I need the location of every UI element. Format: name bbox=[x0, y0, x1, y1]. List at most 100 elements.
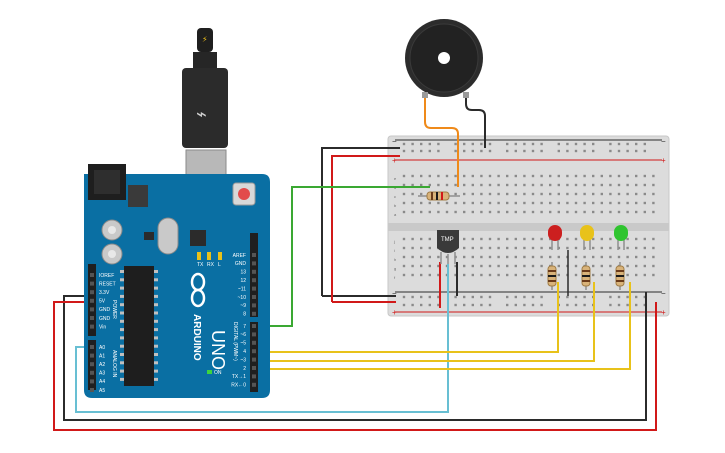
wire-a0-temp-sensor bbox=[75, 264, 449, 413]
analog-pin-0[interactable] bbox=[90, 345, 94, 349]
breadboard[interactable]: − + − + − + − + a b c d e f g h i j bbox=[387, 135, 670, 317]
rail-plus-bottom-left: + bbox=[392, 308, 397, 317]
breadboard-hole bbox=[514, 174, 517, 178]
analog-pin-2[interactable] bbox=[90, 362, 94, 367]
breadboard-hole bbox=[626, 174, 629, 178]
wire-gnd-bottom-loop bbox=[63, 292, 647, 421]
breadboard-hole bbox=[420, 192, 423, 196]
power-group-label: POWER bbox=[111, 300, 117, 319]
analog-pin-4[interactable] bbox=[90, 379, 94, 384]
breadboard-hole bbox=[471, 174, 474, 178]
resistor-red-led[interactable] bbox=[547, 262, 557, 290]
digital-top-pin-1[interactable] bbox=[252, 261, 256, 266]
breadboard-hole bbox=[523, 255, 526, 259]
breadboard-hole bbox=[635, 183, 638, 187]
led-yellow[interactable] bbox=[580, 225, 594, 250]
digital-bottom-pin-3[interactable] bbox=[252, 349, 256, 354]
breadboard-hole bbox=[609, 183, 612, 187]
digital-top-pin-label: GND bbox=[235, 261, 247, 267]
digital-top-pin-0[interactable] bbox=[252, 253, 256, 257]
resistor-yellow-led[interactable] bbox=[581, 262, 591, 290]
buzzer-hole bbox=[438, 52, 450, 64]
buzzer-pin-right bbox=[463, 92, 469, 98]
breadboard-hole bbox=[471, 183, 474, 187]
digital-bottom-pin-5[interactable] bbox=[252, 366, 256, 370]
rail-hole bbox=[540, 142, 543, 146]
digital-top-pin-3[interactable] bbox=[252, 278, 256, 283]
breadboard-hole bbox=[600, 192, 603, 196]
breadboard-hole bbox=[540, 273, 543, 277]
analog-pin-1[interactable] bbox=[90, 353, 94, 358]
digital-top-pin-2[interactable] bbox=[252, 269, 256, 274]
rail-hole bbox=[635, 303, 638, 307]
power-pin-2[interactable] bbox=[90, 290, 94, 295]
breadboard-hole bbox=[420, 246, 423, 250]
digital-bottom-pin-6[interactable] bbox=[252, 374, 256, 379]
breadboard-hole bbox=[592, 174, 595, 178]
digital-group-label: DIGITAL (PWM~) bbox=[232, 322, 238, 361]
breadboard-hole bbox=[437, 255, 440, 259]
breadboard-hole bbox=[609, 210, 612, 214]
digital-bottom-pin-label: TX→1 bbox=[232, 374, 246, 380]
breadboard-hole bbox=[540, 237, 543, 241]
digital-top-pin-5[interactable] bbox=[252, 295, 256, 299]
digital-group-label-wrap: DIGITAL (PWM~) bbox=[232, 322, 238, 361]
breadboard-hole bbox=[635, 273, 638, 277]
rail-hole bbox=[471, 149, 474, 153]
piezo-buzzer[interactable] bbox=[405, 19, 483, 98]
power-pin-label: GND bbox=[99, 307, 111, 313]
digital-bottom-pin-7[interactable] bbox=[252, 382, 256, 387]
resistor-red-led-band-1 bbox=[548, 270, 556, 272]
rail-hole bbox=[557, 142, 560, 146]
rail-hole bbox=[626, 149, 629, 153]
digital-bottom-pin-2[interactable] bbox=[252, 340, 256, 345]
resistor-green-led[interactable] bbox=[615, 262, 625, 290]
power-pin-4[interactable] bbox=[90, 307, 94, 312]
header-pins[interactable] bbox=[90, 253, 256, 392]
digital-top-pin-7[interactable] bbox=[252, 311, 256, 316]
breadboard-hole bbox=[557, 183, 560, 187]
rail-hole bbox=[506, 149, 509, 153]
row-letter-c-left: c bbox=[394, 194, 396, 199]
analog-pin-5[interactable] bbox=[90, 388, 94, 392]
digital-top-pin-6[interactable] bbox=[252, 303, 256, 308]
breadboard-hole bbox=[549, 183, 552, 187]
breadboard-hole bbox=[523, 201, 526, 205]
digital-bottom-pin-1[interactable] bbox=[252, 332, 256, 337]
breadboard-hole bbox=[626, 237, 629, 241]
analog-pin-3[interactable] bbox=[90, 370, 94, 375]
breadboard-hole bbox=[514, 255, 517, 259]
resistor-buzzer[interactable] bbox=[418, 191, 460, 201]
breadboard-hole bbox=[540, 210, 543, 214]
reset-button-cap[interactable] bbox=[238, 188, 250, 200]
rail-hole bbox=[626, 142, 629, 146]
rail-hole bbox=[420, 303, 423, 307]
rail-hole bbox=[617, 295, 621, 299]
power-pin-6[interactable] bbox=[90, 324, 94, 329]
breadboard-hole bbox=[635, 174, 638, 178]
chip-pin bbox=[120, 319, 124, 323]
led-red[interactable] bbox=[548, 225, 562, 250]
breadboard-hole bbox=[480, 264, 483, 268]
analog-pin-label: A0 bbox=[99, 345, 105, 351]
temperature-sensor[interactable]: TMP bbox=[437, 230, 459, 264]
breadboard-hole bbox=[652, 201, 655, 205]
arduino-uno[interactable]: ⚡ ⌁ TX RX L ON bbox=[84, 28, 270, 398]
led-green[interactable] bbox=[614, 225, 628, 250]
breadboard-hole bbox=[420, 255, 423, 259]
power-pin-3[interactable] bbox=[90, 298, 94, 303]
digital-top-pin-4[interactable] bbox=[252, 286, 256, 291]
power-pin-1[interactable] bbox=[90, 281, 94, 286]
power-pin-5[interactable] bbox=[90, 316, 94, 320]
breadboard-hole bbox=[531, 273, 535, 277]
breadboard-hole bbox=[445, 174, 449, 178]
breadboard-hole bbox=[643, 210, 646, 214]
digital-bottom-pin-0[interactable] bbox=[252, 324, 256, 328]
breadboard-hole bbox=[540, 183, 543, 187]
rail-hole bbox=[583, 149, 586, 153]
breadboard-hole bbox=[574, 210, 578, 214]
digital-bottom-pin-4[interactable] bbox=[252, 357, 256, 362]
breadboard-hole bbox=[557, 264, 560, 268]
power-pin-0[interactable] bbox=[90, 273, 94, 277]
